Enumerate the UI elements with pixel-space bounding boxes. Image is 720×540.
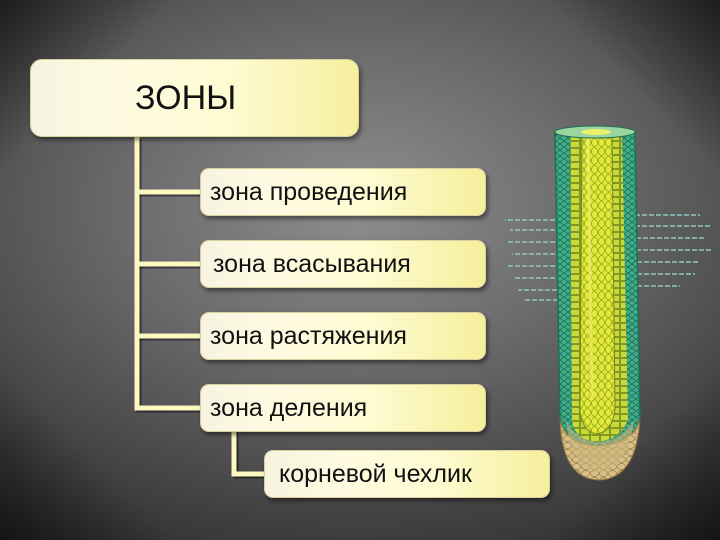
root-illustration: [505, 125, 712, 481]
sub-branch-connector: [231, 430, 264, 477]
root-node: ЗОНЫ: [30, 59, 359, 137]
zone-label: зона всасывания: [213, 249, 411, 278]
zone-node-absorption: зона всасывания: [200, 240, 486, 288]
zone-node-root-cap: корневой чехлик: [264, 450, 550, 498]
zone-node-conduction: зона проведения: [200, 168, 486, 216]
zone-label: зона проведения: [210, 177, 408, 206]
zone-node-elongation: зона растяжения: [200, 312, 486, 360]
zone-label: корневой чехлик: [279, 459, 472, 488]
zone-label: зона деления: [210, 393, 368, 422]
zone-node-division: зона деления: [200, 384, 486, 432]
root-node-label: ЗОНЫ: [135, 78, 237, 117]
trunk-connector: [134, 137, 200, 411]
zone-label: зона растяжения: [210, 321, 407, 350]
root-hairs: [505, 214, 712, 301]
